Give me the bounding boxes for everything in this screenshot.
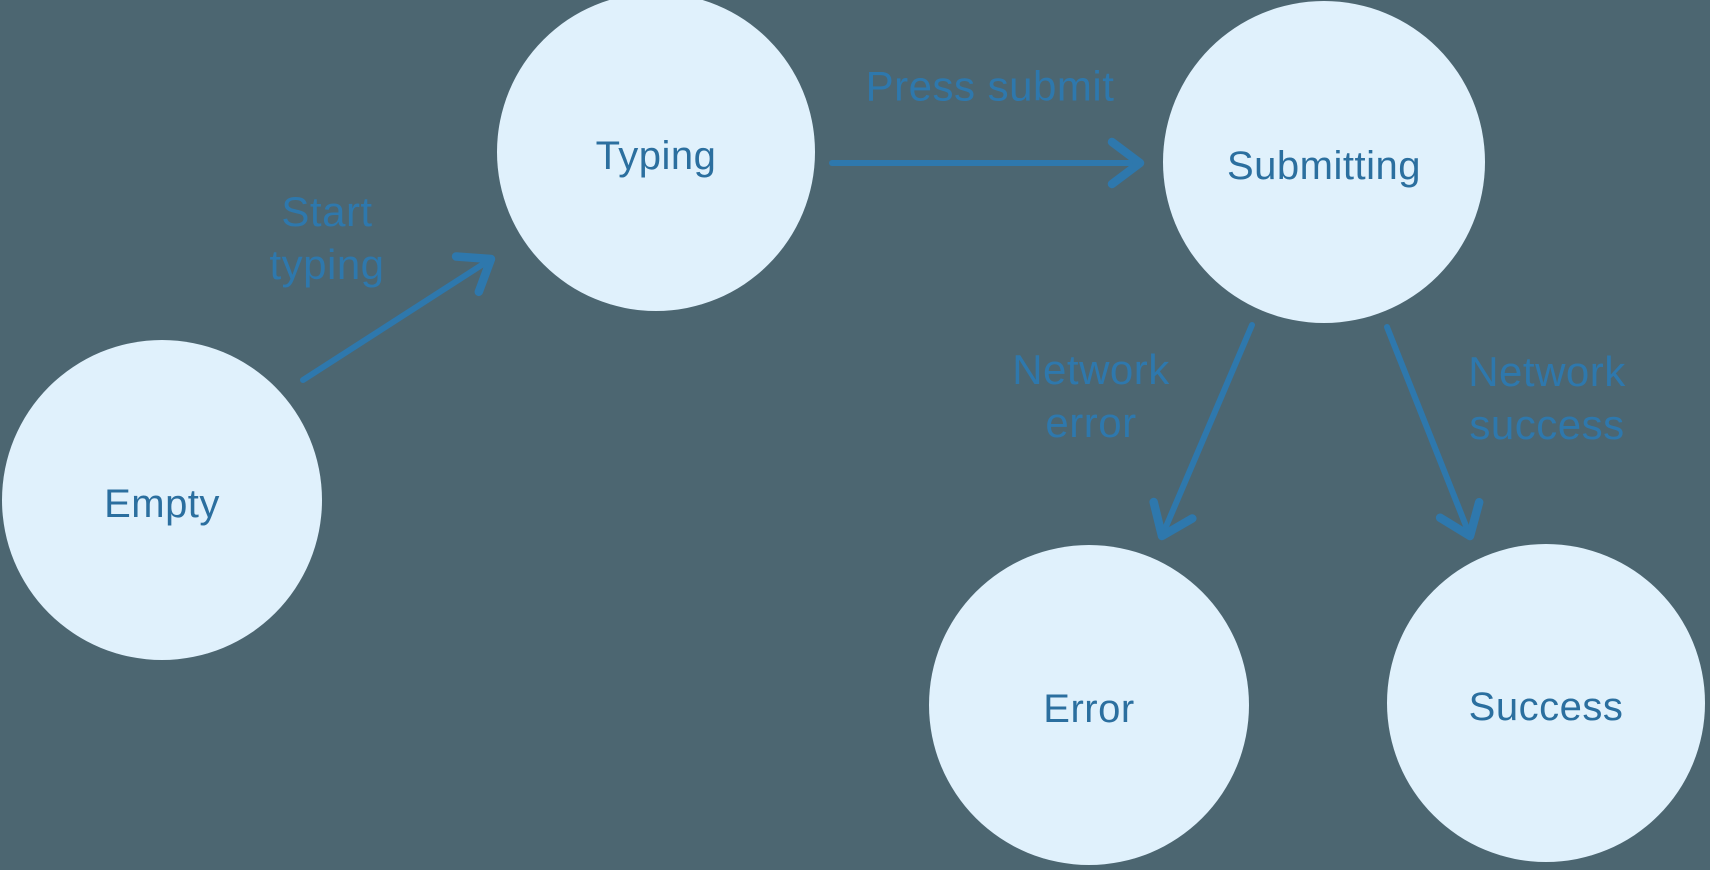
edge-label-network-success: Network success bbox=[1468, 345, 1626, 451]
state-node-empty: Empty bbox=[2, 340, 322, 660]
edge-label-start-typing: Start typing bbox=[269, 185, 384, 291]
state-node-typing: Typing bbox=[497, 0, 815, 311]
state-node-label: Typing bbox=[595, 133, 717, 178]
edge-empty-typing bbox=[300, 252, 496, 383]
state-node-label: Empty bbox=[104, 481, 220, 526]
state-node-submitting: Submitting bbox=[1163, 1, 1485, 323]
edge-label-line: typing bbox=[269, 241, 385, 288]
state-node-label: Submitting bbox=[1227, 143, 1421, 188]
state-node-label: Success bbox=[1468, 684, 1624, 729]
edge-submitting-success bbox=[1384, 324, 1484, 541]
state-node-label: Error bbox=[1043, 686, 1135, 731]
edge-submitting-error bbox=[1149, 322, 1255, 541]
edge-label-line: Network bbox=[1468, 348, 1626, 395]
edge-label-line: Press submit bbox=[865, 62, 1115, 110]
edge-label-line: error bbox=[1045, 399, 1137, 446]
state-node-error: Error bbox=[929, 545, 1249, 865]
edge-label-line: success bbox=[1469, 401, 1625, 448]
edge-label-line: Start bbox=[281, 188, 373, 235]
edge-label-press-submit: Press submit bbox=[866, 60, 1115, 113]
state-node-success: Success bbox=[1387, 544, 1705, 862]
edge-label-network-error: Network error bbox=[1012, 343, 1170, 449]
edge-label-line: Network bbox=[1012, 346, 1170, 393]
